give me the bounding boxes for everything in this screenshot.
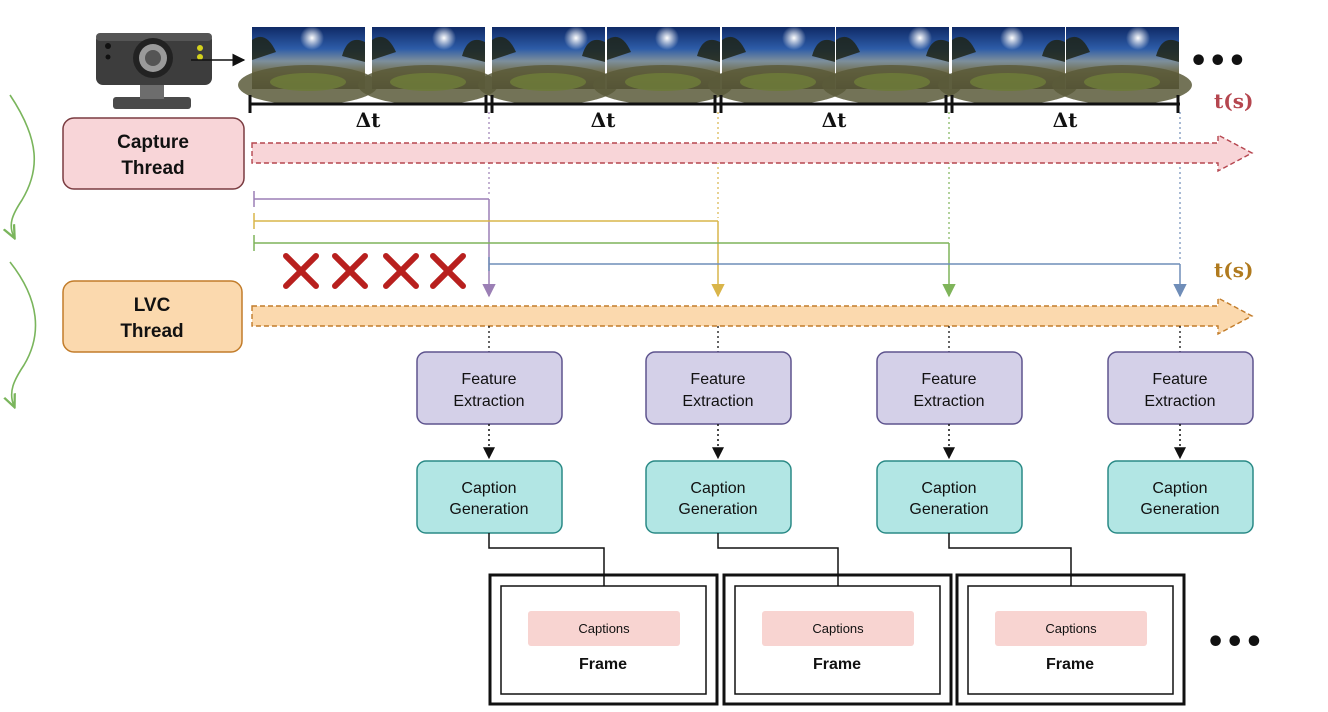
capture-timeline-arrow [251,133,1254,173]
output-ellipsis: ••• [1206,625,1264,660]
feature-extraction-box [645,351,792,425]
flow-arrow-icon [10,261,37,406]
video-frame-strip [238,26,1192,105]
caption-generation-label-line2: Generation [1140,501,1219,518]
frame-label: Frame [1046,656,1094,673]
caption-generation-label-line1: Caption [1152,480,1207,497]
feature-extraction-box [1107,351,1254,425]
sync-guides [488,112,1181,262]
lvc-timeline-arrow [251,296,1254,336]
caption-generation-box [876,460,1023,534]
webcam-icon [96,33,212,109]
interval-label-2: Δt [591,108,617,132]
captions-label: Captions [578,621,630,636]
caption-generation-label-line1: Caption [921,480,976,497]
video-frame-thumbnail [358,26,498,105]
frame-outer-border [488,573,719,706]
feature-extraction-label-line1: Feature [1152,371,1207,388]
caption-generation-box [1107,460,1254,534]
interval-label-3: Δt [822,108,848,132]
feature-extraction-label-line2: Extraction [913,393,984,410]
cross-icon [332,253,368,289]
capture-thread-box [62,117,245,190]
caption-generation-box [416,460,563,534]
feature-extraction-label-line2: Extraction [453,393,524,410]
caption-generation-label-line2: Generation [909,501,988,518]
frame-label: Frame [579,656,627,673]
lvc-thread-label-line1: LVC [134,295,171,316]
video-frame-thumbnail [1052,26,1192,105]
frame-outer-border [955,573,1186,706]
caption-generation-box [645,460,792,534]
frame-outer-border [722,573,953,706]
video-frame-thumbnail [238,26,378,105]
feature-extraction-box [416,351,563,425]
cross-icon [383,253,419,289]
feature-extraction-label-line1: Feature [921,371,976,388]
dropped-frame-marks [283,253,466,289]
feature-extraction-label-line2: Extraction [682,393,753,410]
lvc-thread-label-line2: Thread [120,321,183,342]
lvc-thread-box [62,280,243,353]
video-frame-thumbnail [822,26,962,105]
sync-lines [253,191,1187,298]
frame-label: Frame [813,656,861,673]
capture-thread-label-line1: Capture [117,132,189,153]
caption-generation-label-line2: Generation [678,501,757,518]
caption-generation-label-line1: Caption [461,480,516,497]
interval-label-1: Δt [356,108,382,132]
captions-chip [528,611,680,646]
lvc-time-axis-label: t(s) [1214,258,1253,282]
captions-label: Captions [1045,621,1097,636]
flow-arrow-icon [10,94,36,237]
capture-thread-label-line2: Thread [121,158,184,179]
interval-label-4: Δt [1053,108,1079,132]
captions-chip [762,611,914,646]
caption-generation-label-line1: Caption [690,480,745,497]
video-frame-thumbnail [478,26,618,105]
feature-extraction-label-line1: Feature [690,371,745,388]
caption-generation-label-line2: Generation [449,501,528,518]
video-frame-thumbnail [708,26,848,105]
interval-bar [248,95,1180,113]
frames-ellipsis: ••• [1189,44,1247,79]
feature-extraction-box [876,351,1023,425]
video-frame-thumbnail [593,26,733,105]
cross-icon [283,253,319,289]
cross-icon [430,253,466,289]
captions-chip [995,611,1147,646]
feature-extraction-label-line1: Feature [461,371,516,388]
capture-time-axis-label: t(s) [1214,89,1253,113]
feature-extraction-label-line2: Extraction [1144,393,1215,410]
captions-label: Captions [812,621,864,636]
video-frame-thumbnail [938,26,1078,105]
